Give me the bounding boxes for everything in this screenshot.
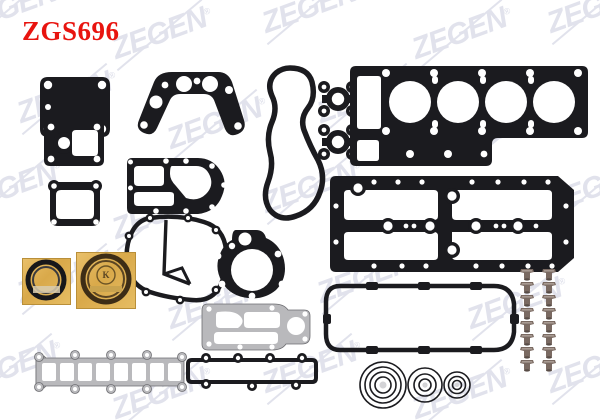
valve-stem-seal [518,281,536,294]
valve-stem-seal [518,294,536,307]
oil-filter-housing-gasket [42,118,106,168]
valve-stem-seal [540,346,558,359]
watermark-text: ZEGEN® [257,0,366,41]
metal-oil-pump-gasket [200,296,314,354]
valve-stem-seal-grid [518,268,558,372]
valve-stem-seal [518,359,536,372]
crankshaft-oil-seal-front [22,258,71,305]
intake-manifold-gasket [186,352,318,391]
exhaust-manifold-gasket [34,350,187,394]
crankshaft-oil-seal-rear: K [76,252,136,309]
o-ring-seal-large [358,360,408,410]
watermark-text: ZEGEN® [542,0,600,41]
watermark-text: ZEGEN® [407,1,512,66]
valve-stem-seal [540,281,558,294]
throttle-body-gasket [42,178,108,230]
o-ring-seal-small [442,370,472,400]
water-pump-gasket [210,226,292,302]
valve-stem-seal [518,333,536,346]
valve-stem-seal [518,346,536,359]
thermostat-housing-gasket [132,68,248,142]
valve-stem-seal [518,268,536,281]
valve-stem-seal [540,307,558,320]
valve-cover-gasket [326,172,578,278]
timing-chain-cover-outline-gasket [256,64,330,226]
oil-cooler-gasket [126,152,230,220]
valve-stem-seal [518,320,536,333]
valve-stem-seal [540,294,558,307]
valve-stem-seal [540,333,558,346]
valve-stem-seal [540,268,558,281]
svg-text:K: K [102,270,109,280]
valve-stem-seal [518,307,536,320]
timing-cover-gasket [120,212,232,306]
cylinder-head-gasket [348,62,590,170]
page-title: ZGS696 [22,16,120,46]
o-ring-seal-medium [406,366,444,404]
oil-pan-gasket [322,276,520,360]
valve-stem-seal [540,359,558,372]
valve-stem-seal [540,320,558,333]
watermark-text: ZEGEN® [107,1,212,66]
